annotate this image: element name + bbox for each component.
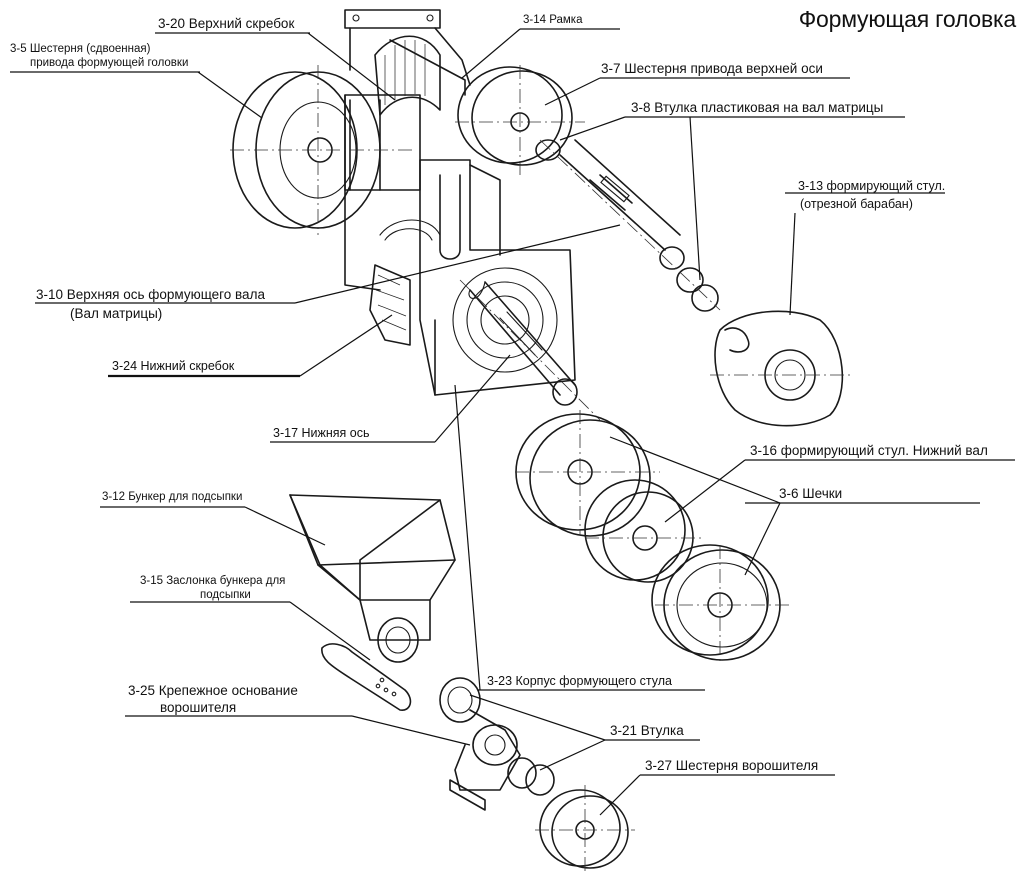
label-3-15-line2: подсыпки bbox=[200, 589, 251, 601]
cutting-drum-3-13 bbox=[710, 310, 850, 427]
label-3-15-line1: 3-15 Заслонка бункера для bbox=[140, 575, 286, 587]
label-3-13-line2: (отрезной барабан) bbox=[800, 197, 913, 211]
label-3-25-line1: 3-25 Крепежное основание bbox=[128, 683, 298, 698]
label-3-21: 3-21 Втулка bbox=[610, 723, 684, 738]
label-3-27: 3-27 Шестерня ворошителя bbox=[645, 758, 819, 773]
label-3-14: 3-14 Рамка bbox=[523, 14, 583, 26]
frame-3-14 bbox=[344, 9, 471, 96]
diagram-title: Формующая головка bbox=[798, 6, 1016, 32]
label-3-20: 3-20 Верхний скребок bbox=[158, 16, 295, 31]
label-3-23: 3-23 Корпус формующего стула bbox=[487, 674, 672, 688]
cheeks-3-6 bbox=[515, 410, 660, 537]
label-3-5-line1: 3-5 Шестерня (сдвоенная) bbox=[10, 43, 151, 55]
label-3-10-line1: 3-10 Верхняя ось формующего вала bbox=[36, 287, 265, 302]
upper-scraper-3-20 bbox=[374, 35, 441, 116]
hopper-3-12 bbox=[289, 494, 456, 663]
label-3-6: 3-6 Шечки bbox=[779, 486, 843, 501]
upper-shaft-3-10 bbox=[535, 139, 721, 312]
gear-3-5 bbox=[230, 65, 415, 235]
leader-lines bbox=[10, 28, 1015, 816]
label-3-17: 3-17 Нижняя ось bbox=[273, 426, 370, 440]
label-3-16: 3-16 формирующий стул. Нижний вал bbox=[750, 443, 988, 458]
agitator-base-3-25 bbox=[439, 677, 521, 811]
label-3-10-line2: (Вал матрицы) bbox=[70, 306, 163, 321]
label-3-8: 3-8 Втулка пластиковая на вал матрицы bbox=[631, 100, 884, 115]
label-3-5-line2: привода формующей головки bbox=[30, 57, 189, 69]
agitator-gear-3-27 bbox=[535, 785, 635, 875]
label-3-24: 3-24 Нижний скребок bbox=[112, 359, 235, 373]
label-3-25-line2: ворошителя bbox=[160, 700, 237, 715]
hopper-shutter-3-15 bbox=[321, 643, 412, 711]
cheek-3-6-outer bbox=[651, 544, 790, 665]
label-3-7: 3-7 Шестерня привода верхней оси bbox=[601, 61, 823, 76]
gear-3-7 bbox=[455, 65, 585, 175]
label-3-13-line1: 3-13 формирующий стул. bbox=[798, 179, 946, 193]
label-3-12: 3-12 Бункер для подсыпки bbox=[102, 491, 243, 503]
bushing-3-21 bbox=[507, 757, 555, 796]
lower-axis-3-17 bbox=[459, 279, 601, 421]
lower-roller-3-16 bbox=[584, 479, 705, 583]
